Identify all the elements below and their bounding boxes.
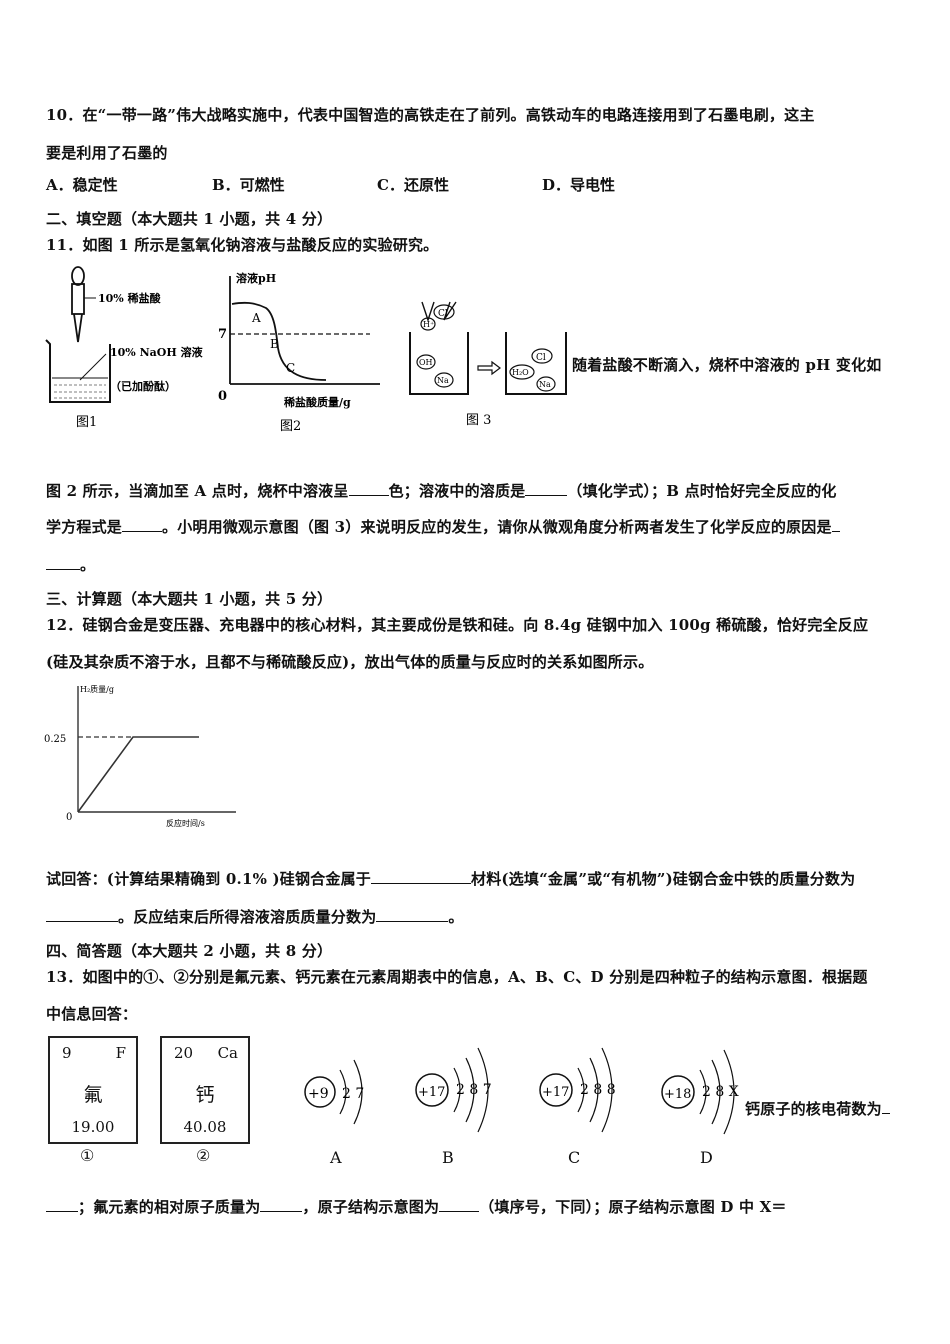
answer-blank[interactable] [46, 555, 80, 570]
q11-figure-3: Cl H⁺ OH Na Cl H₂O Na 图 3 [409, 301, 567, 428]
answer-blank[interactable] [525, 481, 568, 496]
fig2-point-b: B [270, 337, 279, 351]
beaker-icon [45, 339, 111, 403]
answer-blank[interactable] [260, 1197, 303, 1212]
q10-line2: 要是利用了石墨的 [46, 144, 168, 162]
q12-graph-ylabel: H₂质量/g [80, 684, 114, 694]
arrow-right-icon [477, 360, 501, 376]
q10-option-a: A．稳定性 [46, 176, 118, 194]
particle-diagram-d: +18 2 8 X [661, 1049, 739, 1135]
answer-blank[interactable] [46, 907, 118, 922]
fig3-ion-na1: Na [437, 376, 449, 385]
section-2-heading: 二、填空题（本大题共 1 小题，共 4 分） [46, 210, 333, 228]
particle-label-c: C [568, 1148, 581, 1167]
q12-line2: (硅及其杂质不溶于水，且都不与稀硫酸反应)，放出气体的质量与反应时的关系如图所示… [46, 653, 654, 671]
q10-option-c: C．还原性 [377, 176, 449, 194]
element-box-fluorine: 9 F 氟 19.00 [48, 1036, 138, 1144]
answer-blank[interactable] [348, 481, 389, 496]
particle-label-a: A [330, 1148, 342, 1167]
fig3-ion-h: H⁺ [423, 320, 434, 329]
q11-side-text: 随着盐酸不断滴入，烧杯中溶液的 pH 变化如 [572, 356, 882, 374]
section-3-heading: 三、计算题（本大题共 1 小题，共 5 分） [46, 590, 333, 608]
q12-graph-series-line [77, 736, 199, 813]
q11-figure-1: 10% 稀盐酸 10% NaOH 溶液 （已加酚酞） 图1 [45, 266, 204, 430]
svg-text:2 7: 2 7 [342, 1086, 364, 1102]
q10-line1: 10．在“一带一路”伟大战略实施中，代表中国智造的高铁走在了前列。高铁动车的电路… [46, 106, 815, 124]
q12-graph: H₂质量/g 0.25 0 反应时间/s [44, 684, 236, 828]
fig2-point-a: A [251, 311, 261, 325]
q12-line3: 试回答：(计算结果精确到 0.1% )硅钢合金属于材料(选填“金属”或“有机物”… [46, 869, 856, 888]
dropper-icon [71, 266, 96, 343]
particle-diagram-a: +9 2 7 [304, 1059, 364, 1125]
svg-text:+17: +17 [418, 1085, 445, 1100]
element-label-2: ② [196, 1146, 211, 1165]
fig3-caption: 图 3 [466, 413, 491, 428]
section-4-heading: 四、简答题（本大题共 2 小题，共 8 分） [46, 942, 333, 960]
q13-line3: ；氟元素的相对原子质量为，原子结构示意图为（填序号，下同）；原子结构示意图 D … [46, 1196, 787, 1217]
fig2-origin: 0 [218, 389, 227, 404]
fig3-molecule-h2o: H₂O [512, 368, 529, 377]
q12-graph-xlabel: 反应时间/s [166, 818, 205, 828]
fig3-ion-cl2: Cl [536, 353, 546, 363]
q12-line1: 12．硅钢合金是变压器、充电器中的核心材料，其主要成份是铁和硅。向 8.4g 硅… [46, 616, 869, 634]
q12-graph-ytick: 0.25 [44, 734, 66, 745]
answer-blank[interactable] [371, 869, 471, 884]
svg-text:2 8 X: 2 8 X [702, 1084, 739, 1100]
fig2-tick-7: 7 [218, 327, 227, 342]
q11-line3: 学方程式是。小明用微观示意图（图 3）来说明反应的发生，请你从微观角度分析两者发… [46, 516, 840, 537]
answer-blank[interactable] [376, 907, 449, 922]
answer-blank[interactable] [122, 517, 163, 532]
answer-blank[interactable] [831, 517, 840, 532]
q13-line1: 13．如图中的①、②分别是氟元素、钙元素在元素周期表中的信息，A、B、C、D 分… [46, 968, 868, 986]
q12-line4: 。反应结束后所得溶液溶质质量分数为。 [46, 906, 464, 927]
fig2-xlabel: 稀盐酸质量/g [284, 395, 351, 409]
particle-label-d: D [700, 1148, 713, 1167]
fig2-caption: 图2 [280, 419, 301, 434]
fig2-point-c: C [286, 361, 295, 375]
q11-line2: 图 2 所示，当滴加至 A 点时，烧杯中溶液呈色；溶液中的溶质是（填化学式）；B… [46, 481, 837, 500]
fig1-base-label: 10% NaOH 溶液 [110, 345, 204, 359]
particle-label-b: B [442, 1148, 454, 1167]
fig3-ion-cl1: Cl [438, 309, 448, 319]
fig1-acid-label: 10% 稀盐酸 [98, 291, 162, 305]
fig1-indicator-label: （已加酚酞） [110, 379, 176, 393]
svg-text:2 8 8: 2 8 8 [580, 1082, 616, 1098]
svg-text:+9: +9 [308, 1086, 329, 1102]
particle-diagram-c: +17 2 8 8 [539, 1047, 616, 1133]
fig3-ion-na2: Na [539, 380, 551, 389]
q11-line4: 。 [46, 554, 95, 575]
q10-option-b: B．可燃性 [212, 176, 285, 194]
q13-line2: 中信息回答： [46, 1005, 138, 1023]
fig1-caption: 图1 [76, 415, 97, 430]
fig2-ylabel: 溶液pH [236, 271, 276, 285]
q11-figure-2: 溶液pH 7 A B C 0 稀盐酸质量/g 图2 [218, 271, 380, 434]
element-box-calcium: 20 Ca 钙 40.08 [160, 1036, 250, 1144]
svg-text:+18: +18 [664, 1087, 691, 1102]
answer-blank[interactable] [46, 1197, 78, 1212]
element-label-1: ① [80, 1146, 95, 1165]
svg-text:2 8 7: 2 8 7 [456, 1082, 492, 1098]
answer-blank[interactable] [439, 1197, 480, 1212]
answer-blank[interactable] [881, 1099, 890, 1114]
q10-option-d: D．导电性 [542, 176, 616, 194]
svg-text:+17: +17 [542, 1085, 569, 1100]
fig3-ion-oh: OH [419, 358, 433, 367]
q11-line1: 11．如图 1 所示是氢氧化钠溶液与盐酸反应的实验研究。 [46, 236, 439, 254]
q12-graph-origin: 0 [66, 812, 72, 823]
particle-diagram-b: +17 2 8 7 [415, 1047, 492, 1133]
q13-side-text: 钙原子的核电荷数为 [745, 1098, 890, 1119]
